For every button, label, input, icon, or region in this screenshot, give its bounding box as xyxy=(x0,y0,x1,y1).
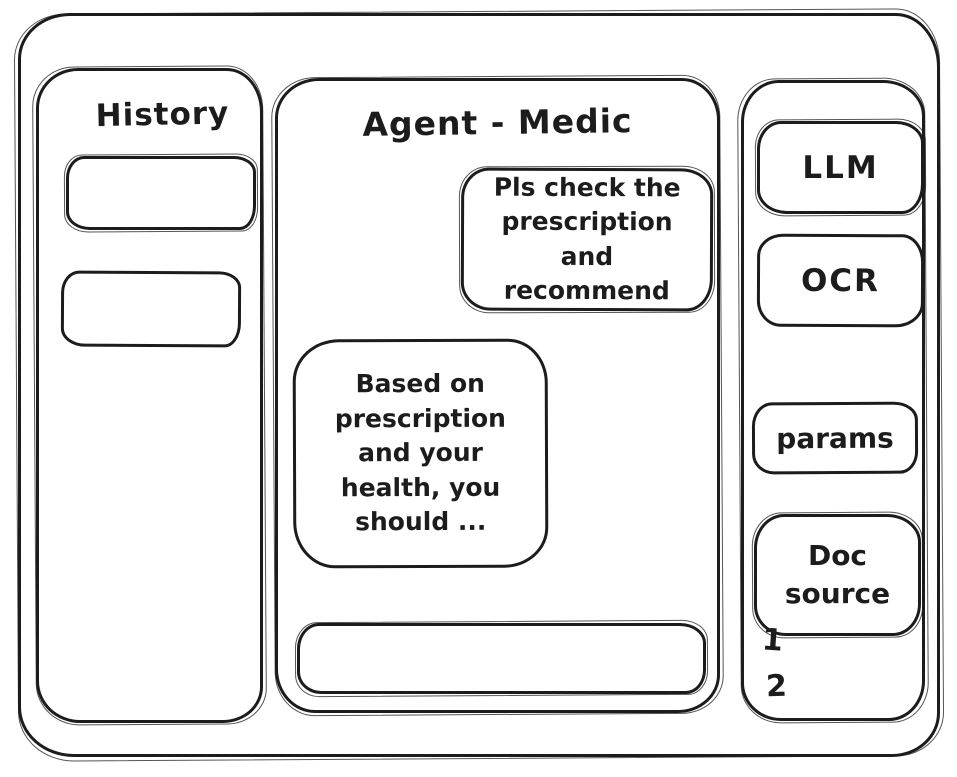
history-title: History xyxy=(95,95,230,135)
user-message-bubble: Pls check the prescription and recommend xyxy=(460,167,714,312)
ocr-button[interactable]: OCR xyxy=(756,233,925,328)
doc-source-item-1[interactable]: 1 xyxy=(760,622,785,659)
tools-panel: LLM OCR params Doc source 1 2 xyxy=(741,80,925,721)
chat-input-bar[interactable] xyxy=(297,623,706,694)
doc-source-button[interactable]: Doc source xyxy=(754,514,921,636)
doc-source-item-2[interactable]: 2 xyxy=(765,668,788,705)
params-button[interactable]: params xyxy=(751,401,919,475)
llm-button[interactable]: LLM xyxy=(757,121,924,214)
chat-panel: Agent - Medic Pls check the prescription… xyxy=(275,78,720,713)
assistant-message-bubble: Based on prescription and your health, y… xyxy=(292,338,549,569)
chat-input[interactable] xyxy=(300,626,703,691)
history-item-1[interactable] xyxy=(66,156,256,230)
history-panel: History xyxy=(36,68,263,723)
chat-title: Agent - Medic xyxy=(362,101,633,144)
history-item-2[interactable] xyxy=(60,270,242,348)
app-frame: History Agent - Medic Pls check the pres… xyxy=(18,13,940,757)
